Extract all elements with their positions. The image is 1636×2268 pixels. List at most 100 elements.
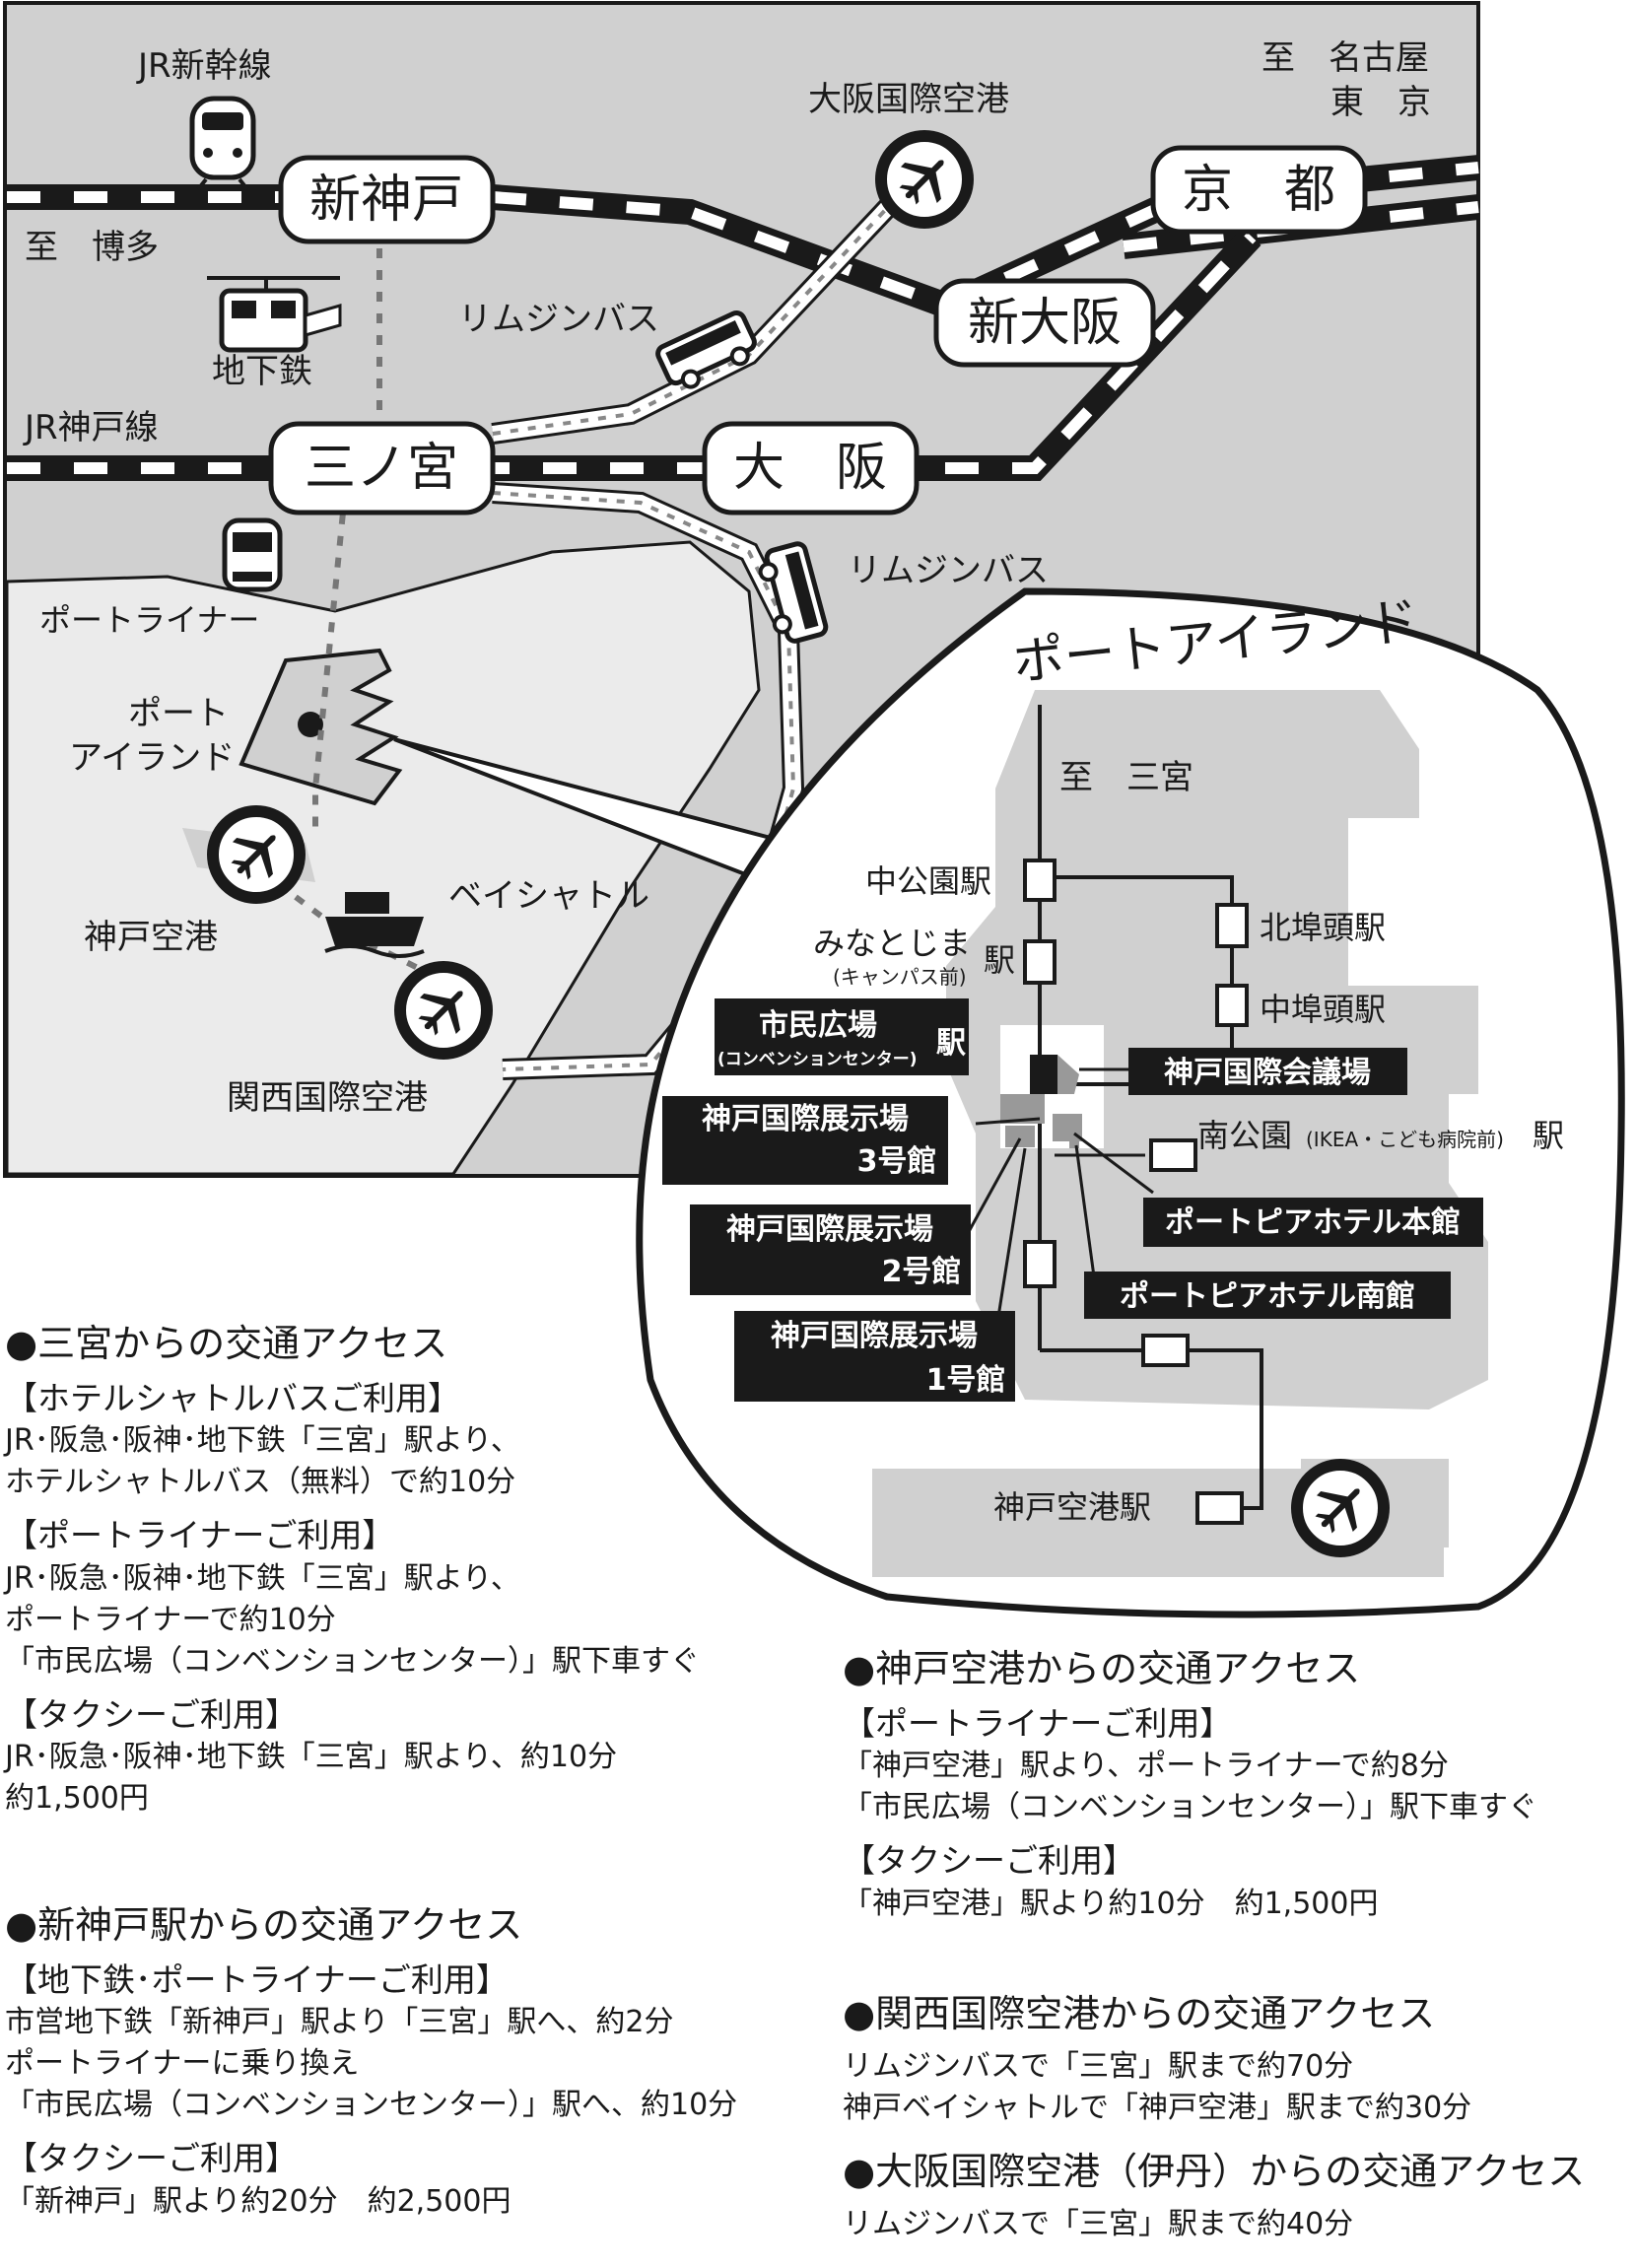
heading-kobe-airport: ●神戸空港からの交通アクセス (843, 1647, 1361, 1690)
sannomiya-portliner-line: ポートライナーで約10分 (5, 1602, 336, 1637)
itami-line: リムジンバスで「三宮」駅まで約40分 (843, 2206, 1354, 2241)
access-itami: ●大阪国際空港（伊丹）からの交通アクセス リムジンバスで「三宮」駅まで約40分 (843, 2149, 1631, 2245)
label-shimin-hiroba: 市民広場 (コンベンションセンター) 駅 (715, 998, 969, 1075)
kobe-airport-taxi-title: 【タクシーご利用】 (843, 1841, 1135, 1881)
shinkobe-subway-title: 【地下鉄･ポートライナーご利用】 (5, 1959, 509, 1999)
svg-text:(コンベンションセンター): (コンベンションセンター) (717, 1050, 918, 1069)
sannomiya-taxi-line: JR･阪急･阪神･地下鉄「三宮」駅より、約10分 (5, 1740, 618, 1775)
label-kaigijo: 神戸国際会議場 (1128, 1048, 1407, 1095)
limousine-bus-icon-2 (758, 541, 829, 644)
svg-text:三ノ宮: 三ノ宮 (305, 439, 458, 498)
label-jr-shinkansen: JR新幹線 (136, 46, 272, 86)
shinkansen-icon (189, 96, 256, 191)
svg-text:新大阪: 新大阪 (968, 294, 1122, 353)
svg-text:神戸国際会議場: 神戸国際会議場 (1164, 1056, 1371, 1090)
svg-text:1号館: 1号館 (926, 1363, 1006, 1398)
station-osaka: 大 阪 (702, 421, 920, 515)
label-to-tokyo: 東 京 (1330, 83, 1431, 122)
label-jr-kobe-line: JR神戸線 (23, 408, 159, 447)
shinkobe-taxi-line: 「新神戸」駅より約20分 約2,500円 (5, 2183, 511, 2219)
station-shin-kobe: 新神戸 (278, 155, 496, 244)
kansai-airport-icon (400, 967, 487, 1054)
svg-text:3号館: 3号館 (857, 1144, 937, 1179)
inset-minatojima: みなとじま (813, 925, 971, 962)
heading-shinkobe: ●新神戸駅からの交通アクセス (5, 1903, 523, 1947)
label-port-island-2: アイランド (69, 738, 235, 778)
access-kansai: ●関西国際空港からの交通アクセス リムジンバスで「三宮」駅まで約70分 神戸ベイ… (843, 1991, 1631, 2129)
access-sannomiya: ●三宮からの交通アクセス 【ホテルシャトルバスご利用】 JR･阪急･阪神･地下鉄… (5, 1321, 793, 1820)
kobe-airport-portliner-line: 「神戸空港」駅より、ポートライナーで約8分 (843, 1749, 1449, 1784)
label-hotel-south: ポートピアホテル南館 (1084, 1271, 1451, 1319)
svg-text:2号館: 2号館 (882, 1255, 962, 1289)
label-hall2: 神戸国際展示場 2号館 (690, 1204, 971, 1295)
svg-text:ポートピアホテル本館: ポートピアホテル本館 (1165, 1205, 1461, 1240)
station-sannomiya: 三ノ宮 (268, 421, 496, 515)
label-subway: 地下鉄 (212, 352, 312, 391)
sannomiya-shuttle-line: ホテルシャトルバス（無料）で約10分 (5, 1465, 516, 1500)
access-shinkobe: ●新神戸駅からの交通アクセス 【地下鉄･ポートライナーご利用】 市営地下鉄「新神… (5, 1902, 793, 2223)
inset-kobe-airport-icon (1297, 1465, 1384, 1551)
label-limousine-bus-2: リムジンバス (848, 551, 1049, 590)
kobe-airport-icon (213, 811, 300, 898)
kobe-airport-taxi-line: 「神戸空港」駅より約10分 約1,500円 (843, 1886, 1379, 1921)
inset-to-sannomiya: 至 三宮 (1059, 758, 1193, 797)
svg-text:大 阪: 大 阪 (733, 439, 887, 498)
station-kyoto: 京 都 (1150, 145, 1368, 235)
label-hall1: 神戸国際展示場 1号館 (734, 1311, 1015, 1402)
sannomiya-portliner-line: JR･阪急･阪神･地下鉄「三宮」駅より、 (5, 1560, 520, 1596)
label-to-nagoya: 至 名古屋 (1261, 38, 1429, 78)
svg-text:駅: 駅 (936, 1026, 966, 1061)
svg-text:神戸国際展示場: 神戸国際展示場 (726, 1212, 933, 1247)
heading-itami: ●大阪国際空港（伊丹）からの交通アクセス (843, 2150, 1586, 2193)
svg-text:京 都: 京 都 (1182, 161, 1335, 220)
label-kobe-airport: 神戸空港 (84, 918, 218, 957)
inset-kita-futo: 北埠頭駅 (1260, 909, 1386, 946)
label-port-island-1: ポート (128, 694, 229, 733)
station-shin-osaka: 新大阪 (933, 278, 1156, 368)
label-to-hakata: 至 博多 (25, 228, 159, 267)
port-island-inset: ポートアイランド 至 三宮 中公園駅 みなとじま (キャンパス前) 駅 北埠頭駅… (636, 587, 1625, 1618)
access-kobe-airport: ●神戸空港からの交通アクセス 【ポートライナーご利用】 「神戸空港」駅より、ポー… (843, 1646, 1631, 1925)
shinkobe-taxi-title: 【タクシーご利用】 (5, 2139, 298, 2178)
svg-text:新神戸: 新神戸 (309, 171, 463, 230)
sannomiya-portliner-line: 「市民広場（コンベンションセンター）」駅下車すぐ (5, 1643, 700, 1679)
bay-shuttle-icon (324, 892, 425, 958)
label-hall3: 神戸国際展示場 3号館 (662, 1096, 948, 1185)
access-map: 新神戸 京 都 新大阪 三ノ宮 大 阪 (3, 1, 1625, 1618)
inset-naka-koen: 中公園駅 (865, 862, 991, 900)
inset-minami-koen: 南公園 (1197, 1117, 1292, 1154)
inset-minatojima-sub: (キャンパス前) (833, 965, 967, 989)
label-bay-shuttle: ベイシャトル (448, 876, 649, 916)
sannomiya-shuttle-line: JR･阪急･阪神･地下鉄「三宮」駅より、 (5, 1423, 520, 1459)
inset-kobe-airport-station: 神戸空港駅 (993, 1488, 1151, 1526)
inset-naka-futo: 中埠頭駅 (1260, 991, 1386, 1028)
heading-kansai: ●関西国際空港からの交通アクセス (843, 1992, 1436, 2035)
sannomiya-portliner-title: 【ポートライナーご利用】 (5, 1516, 395, 1555)
label-hotel-main: ポートピアホテル本館 (1143, 1198, 1483, 1247)
kobe-airport-portliner-line: 「市民広場（コンベンションセンター）」駅下車すぐ (843, 1790, 1537, 1825)
label-port-liner: ポートライナー (39, 601, 259, 639)
label-limousine-bus-1: リムジンバス (458, 300, 659, 339)
sannomiya-taxi-line: 約1,500円 (5, 1781, 149, 1817)
label-kansai-airport: 関西国際空港 (227, 1078, 428, 1118)
kansai-line: リムジンバスで「三宮」駅まで約70分 (843, 2048, 1354, 2084)
kansai-line: 神戸ベイシャトルで「神戸空港」駅まで約30分 (843, 2090, 1472, 2125)
svg-text:市民広場: 市民広場 (759, 1008, 877, 1043)
inset-minami-koen-eki: 駅 (1533, 1117, 1564, 1154)
subway-icon (207, 276, 342, 353)
svg-text:ポートピアホテル南館: ポートピアホテル南館 (1120, 1279, 1415, 1314)
label-itami-airport: 大阪国際空港 (808, 80, 1009, 119)
inset-minami-koen-sub: (IKEA・こども病院前) (1306, 1128, 1504, 1151)
shinkobe-subway-line: 市営地下鉄「新神戸」駅より「三宮」駅へ、約2分 (5, 2005, 674, 2040)
limousine-bus-icon-1 (655, 309, 757, 389)
kobe-airport-portliner-title: 【ポートライナーご利用】 (843, 1703, 1233, 1743)
port-liner-icon (222, 517, 283, 592)
heading-sannomiya: ●三宮からの交通アクセス (5, 1322, 448, 1365)
svg-text:神戸国際展示場: 神戸国際展示場 (702, 1102, 909, 1136)
shinkobe-subway-line: ポートライナーに乗り換え (5, 2046, 360, 2082)
itami-airport-icon (881, 136, 968, 223)
svg-text:神戸国際展示場: 神戸国際展示場 (771, 1319, 978, 1353)
sannomiya-taxi-title: 【タクシーご利用】 (5, 1694, 298, 1734)
shinkobe-subway-line: 「市民広場（コンベンションセンター）」駅へ、約10分 (5, 2088, 738, 2123)
sannomiya-shuttle-title: 【ホテルシャトルバスご利用】 (5, 1378, 460, 1417)
